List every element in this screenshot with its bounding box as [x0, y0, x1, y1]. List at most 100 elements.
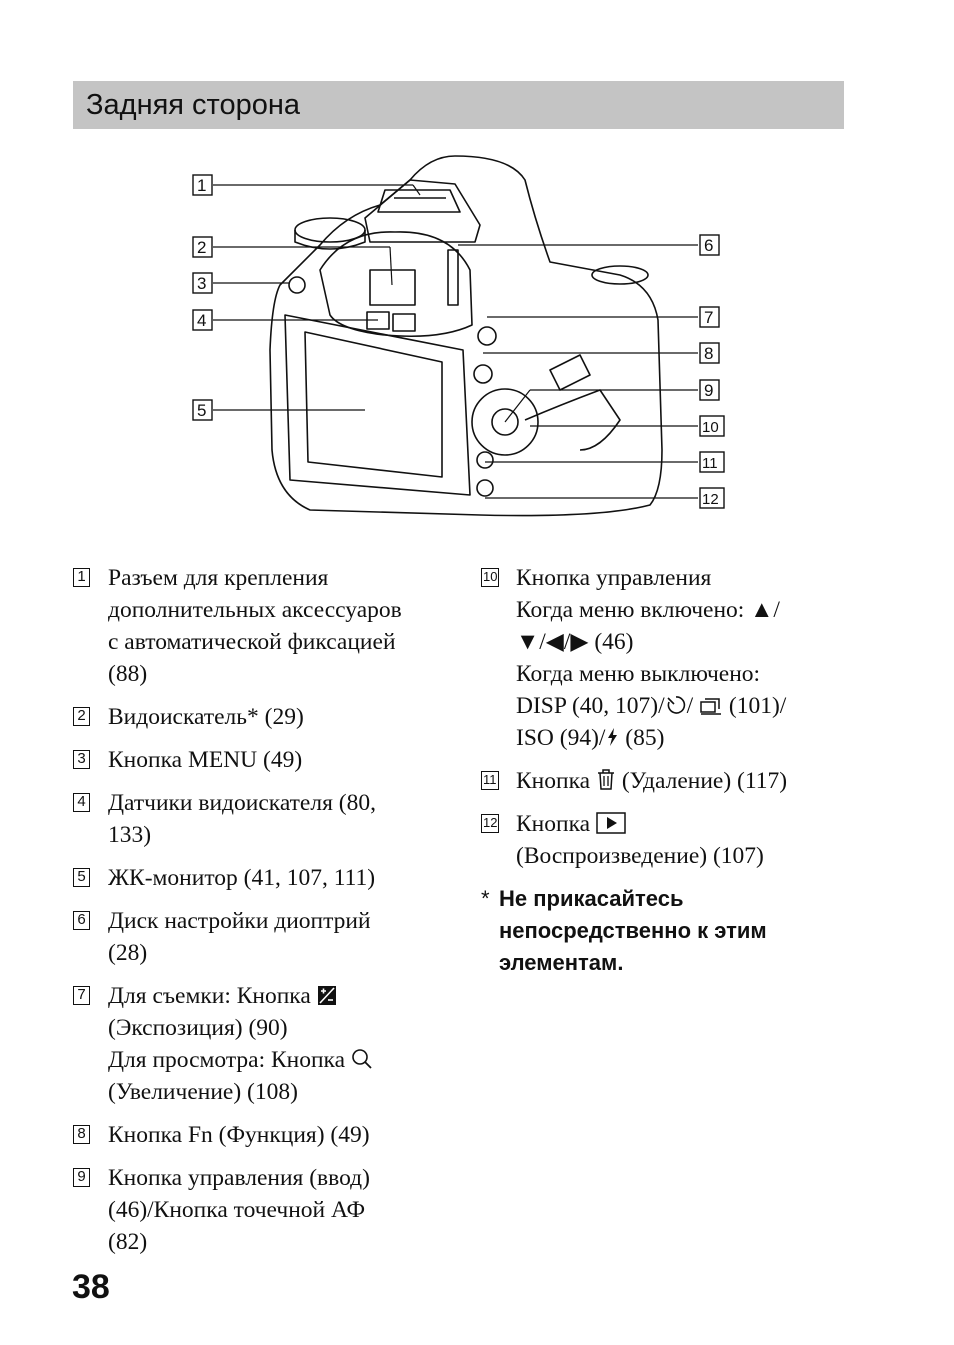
- callout-4-label: 4: [197, 311, 206, 330]
- item-text: ЖК-монитор (41, 107, 111): [108, 865, 376, 891]
- item-number: 10: [481, 568, 500, 587]
- item-number: 1: [73, 568, 90, 587]
- delete-button: [476, 451, 494, 469]
- camera-body: [269, 155, 663, 517]
- callout-8: 8: [699, 342, 720, 364]
- viewfinder-window: [369, 269, 416, 306]
- item-number: 12: [481, 814, 500, 833]
- list-item: 2 Видоискатель* (29): [73, 701, 445, 733]
- callout-6: 6: [699, 234, 720, 256]
- controller-ring: [471, 388, 539, 456]
- item-text: Кнопка управления Когда меню включено: ▲…: [516, 562, 861, 754]
- item-text: Кнопка MENU (49): [108, 747, 303, 773]
- playback-button: [476, 479, 494, 497]
- note-text: Не прикасайтесь непосредственно к этим э…: [499, 886, 767, 975]
- item-text: Датчики видоискателя (80, 133): [108, 790, 376, 848]
- item-text-part: Кнопка: [516, 811, 591, 837]
- item-text-part: (Воспроизведение) (107): [516, 843, 764, 869]
- item-number: 11: [481, 771, 499, 790]
- callout-1: 1: [192, 174, 213, 196]
- list-item: 5 ЖК-монитор (41, 107, 111): [73, 862, 445, 894]
- list-item: 9 Кнопка управления (ввод) (46)/Кнопка т…: [73, 1162, 445, 1258]
- item-text-part: Для съемки: Кнопка: [108, 983, 311, 1009]
- camera-rear-diagram: 1 2 3 4 5 6 7 8 9 10 11 12: [180, 150, 740, 530]
- callout-9: 9: [699, 379, 720, 401]
- menu-button: [288, 276, 306, 294]
- control-dial: [591, 265, 649, 285]
- item-text: Видоискатель* (29): [108, 704, 304, 730]
- item-text-part: (85): [625, 725, 665, 751]
- callout-2: 2: [192, 236, 213, 258]
- item-number: 9: [73, 1168, 90, 1187]
- list-item: 11 Кнопка (Удаление) (117): [481, 765, 861, 797]
- item-text: Кнопка управления (ввод) (46)/Кнопка точ…: [108, 1165, 370, 1255]
- strap-lug: [549, 354, 591, 391]
- drive-mode-icon: [700, 698, 722, 715]
- item-text: Диск настройки диоптрий (28): [108, 908, 371, 966]
- camera-rear-illustration: 1 2 3 4 5 6 7 8 9 10 11 12: [192, 155, 725, 517]
- callout-5: 5: [192, 399, 213, 421]
- item-number: 7: [73, 986, 90, 1005]
- eye-sensor-right: [392, 313, 416, 332]
- zoom-icon: [352, 1049, 372, 1069]
- playback-icon: [596, 812, 626, 834]
- callout-10-label: 10: [702, 419, 719, 436]
- item-number: 5: [73, 868, 90, 887]
- lcd-monitor-frame: [284, 314, 471, 496]
- item-text-part: (Экспозиция) (90) Для просмотра: Кнопка: [108, 1015, 346, 1073]
- item-text: Кнопка Fn (Функция) (49): [108, 1122, 370, 1148]
- trash-icon: [597, 769, 614, 790]
- list-item: 1 Разъем для крепления дополнительных ак…: [73, 562, 445, 690]
- fn-button: [473, 364, 493, 384]
- item-text: Кнопка (Удаление) (117): [516, 765, 861, 797]
- item-text: Для съемки: Кнопка (Экспозиция) (90) Для…: [108, 980, 445, 1108]
- item-text-part: (Увеличение) (108): [108, 1079, 298, 1105]
- item-text-part: DISP (40, 107)/: [516, 693, 665, 719]
- eyecup: [319, 231, 473, 337]
- callout-8-label: 8: [704, 344, 713, 363]
- item-number: 8: [73, 1125, 90, 1144]
- callout-12: 12: [699, 487, 725, 509]
- callout-11: 11: [699, 451, 725, 473]
- callout-6-label: 6: [704, 236, 713, 255]
- item-text-part: Кнопка управления Когда меню включено: ▲…: [516, 565, 780, 687]
- controller-center: [491, 408, 519, 436]
- item-text: Кнопка (Воспроизведение) (107): [516, 808, 861, 872]
- item-number: 2: [73, 707, 90, 726]
- callout-4: 4: [192, 309, 213, 331]
- list-item: 3 Кнопка MENU (49): [73, 744, 445, 776]
- parts-list-left: 1 Разъем для крепления дополнительных ак…: [73, 562, 445, 1269]
- list-item: 10 Кнопка управления Когда меню включено…: [481, 562, 861, 754]
- list-item: 7 Для съемки: Кнопка (Экспозиция) (90) Д…: [73, 980, 445, 1108]
- item-text-part: ISO (94)/: [516, 725, 606, 751]
- item-text: Разъем для крепления дополнительных аксе…: [108, 565, 402, 687]
- note-asterisk: *: [481, 886, 490, 911]
- callout-7: 7: [699, 306, 720, 328]
- callout-9-label: 9: [704, 381, 713, 400]
- diopter-dial: [447, 249, 459, 306]
- callout-3-label: 3: [197, 274, 206, 293]
- list-item: 6 Диск настройки диоптрий (28): [73, 905, 445, 969]
- item-number: 3: [73, 750, 90, 769]
- page-number: 38: [72, 1268, 110, 1306]
- callout-3: 3: [192, 272, 213, 294]
- warning-note: * Не прикасайтесь непосредственно к этим…: [481, 883, 861, 979]
- item-text-part: (Удаление) (117): [621, 768, 788, 794]
- item-text-part: (101)/: [728, 693, 787, 719]
- list-item: 12 Кнопка (Воспроизведение) (107): [481, 808, 861, 872]
- self-timer-icon: [667, 696, 685, 714]
- lcd-monitor-screen: [304, 331, 443, 478]
- item-text-part: Кнопка: [516, 768, 591, 794]
- list-item: 8 Кнопка Fn (Функция) (49): [73, 1119, 445, 1151]
- item-text-part: /: [686, 693, 694, 719]
- callout-11-label: 11: [702, 455, 718, 472]
- pentaprism: [364, 179, 481, 243]
- callout-1-label: 1: [197, 176, 206, 195]
- exposure-icon: [317, 986, 336, 1005]
- item-number: 6: [73, 911, 90, 930]
- callout-5-label: 5: [197, 401, 206, 420]
- section-header: Задняя сторона: [73, 81, 844, 129]
- item-number: 4: [73, 793, 90, 812]
- callout-7-label: 7: [704, 308, 713, 327]
- list-item: 4 Датчики видоискателя (80, 133): [73, 787, 445, 851]
